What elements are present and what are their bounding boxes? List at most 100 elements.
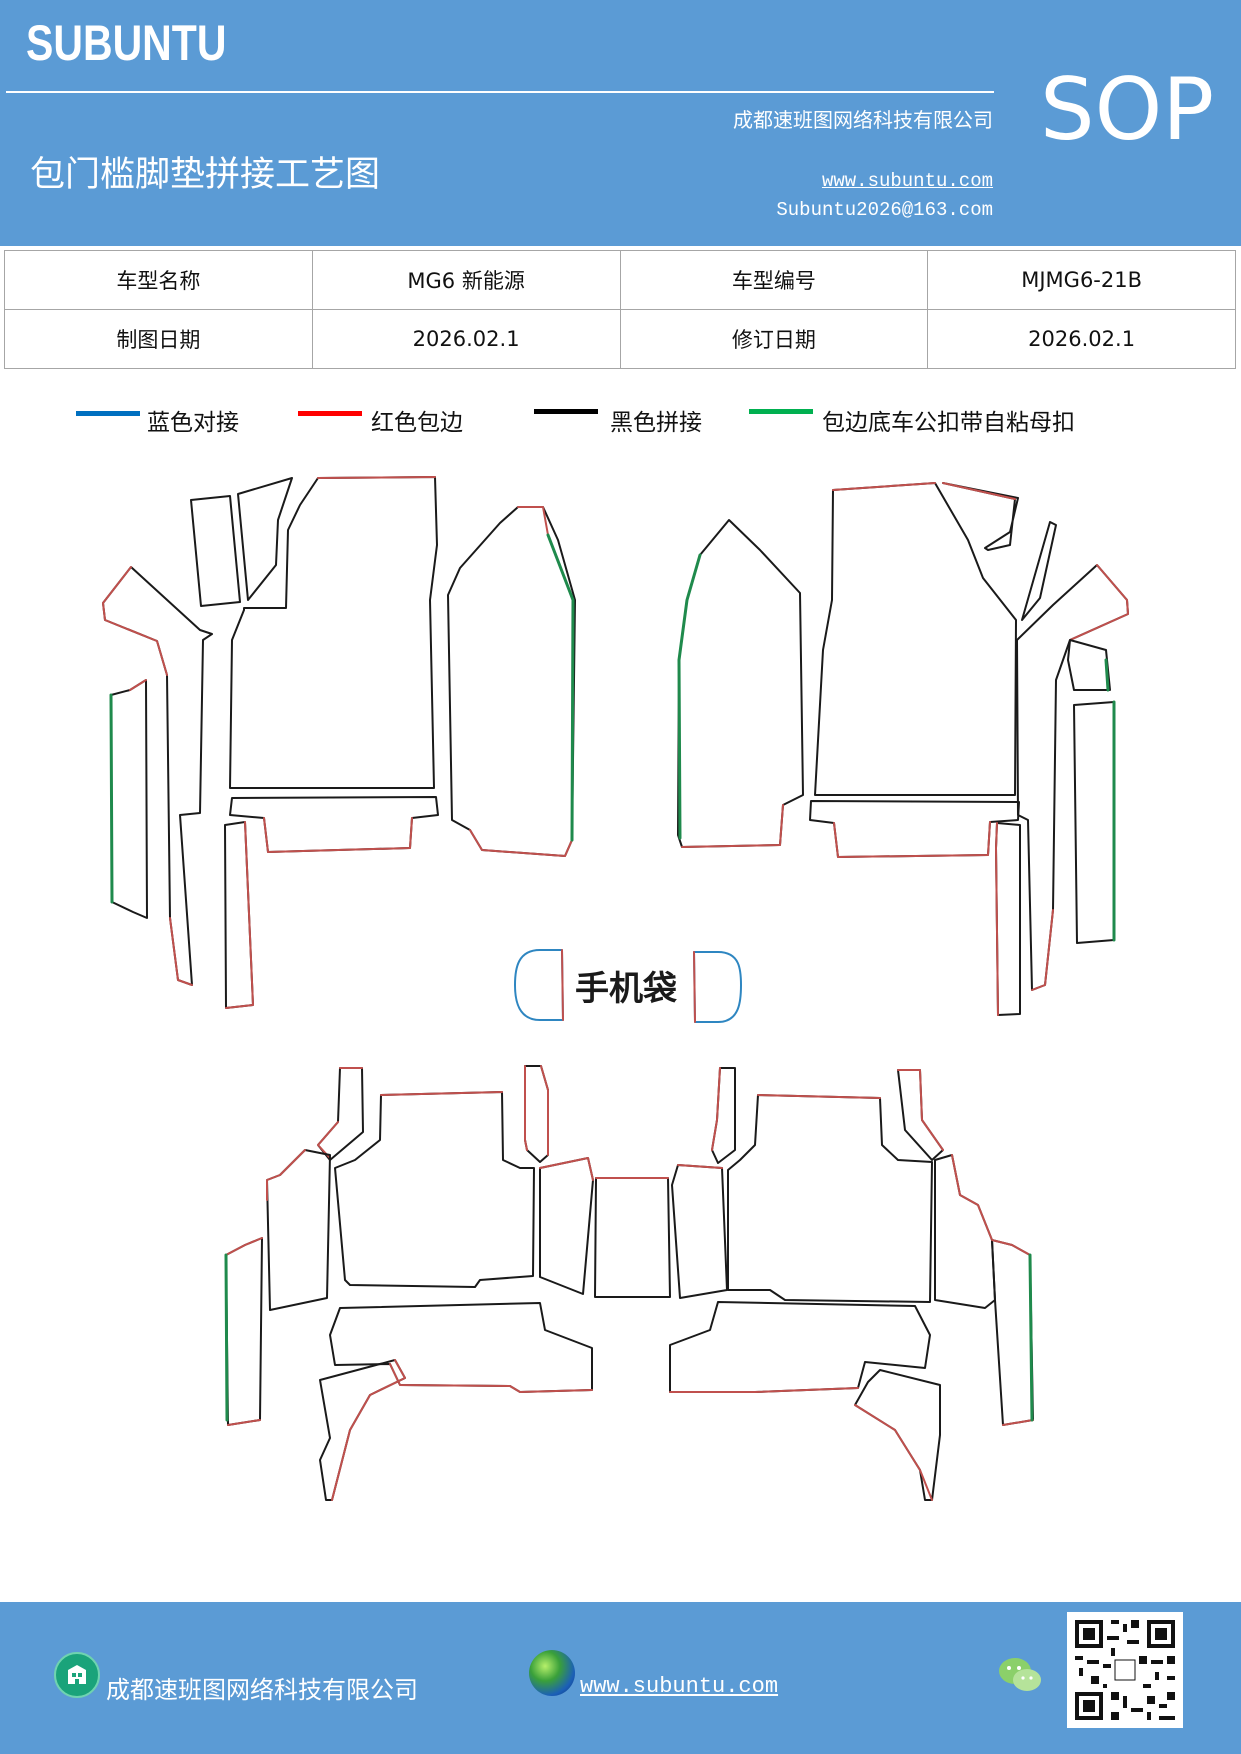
- rear-left-mat-set: [224, 1065, 671, 1501]
- mat-piece: [814, 482, 1017, 796]
- mat-piece: [229, 796, 439, 853]
- globe-icon: [529, 1650, 575, 1696]
- mat-edge-green: [546, 533, 575, 842]
- sop-badge: SOP: [1040, 60, 1215, 160]
- mat-edge-red: [266, 1149, 306, 1201]
- mat-piece: [854, 1369, 941, 1501]
- header-website-link[interactable]: www.subuntu.com: [821, 170, 993, 192]
- mat-piece: [991, 1239, 1034, 1426]
- legend-swatch-green: [749, 409, 813, 414]
- brand-logo: SUBUNTU: [26, 15, 227, 71]
- mat-piece: [1067, 639, 1111, 691]
- mat-piece: [1016, 564, 1129, 991]
- mat-edge-red: [995, 822, 999, 1016]
- mat-piece: [334, 1091, 535, 1288]
- model-code-value: MJMG6-21B: [927, 250, 1236, 310]
- wechat-icon[interactable]: [996, 1654, 1044, 1696]
- mat-piece: [594, 1177, 671, 1298]
- mat-edge-green: [109, 693, 114, 904]
- legend-swatch-red: [298, 411, 362, 416]
- legend-label-red: 红色包边: [371, 410, 463, 436]
- page-title: 包门槛脚垫拼接工艺图: [30, 155, 381, 195]
- mat-edge-red: [263, 817, 413, 853]
- legend-label-black: 黑色拼接: [610, 410, 702, 436]
- mat-edge-red: [469, 829, 573, 857]
- mat-piece: [995, 822, 1021, 1016]
- vehicle-info-table: 车型名称 MG6 新能源 车型编号 MJMG6-21B 制图日期 2026.02…: [4, 250, 1236, 369]
- pocket-right-red-edge: [693, 951, 696, 1023]
- mat-piece: [934, 1154, 996, 1309]
- mat-edge-red: [1069, 564, 1129, 641]
- legend-label-blue: 蓝色对接: [147, 410, 239, 436]
- draw-date-label: 制图日期: [4, 309, 313, 369]
- mat-edge-green: [1104, 658, 1110, 692]
- mat-edge-green: [677, 553, 702, 840]
- mat-edge-red: [677, 1164, 723, 1169]
- mat-piece: [225, 1237, 263, 1426]
- mat-piece: [319, 1359, 406, 1501]
- mat-edge-red: [524, 1065, 549, 1156]
- pocket-right: [693, 951, 742, 1023]
- mat-piece: [329, 1302, 593, 1393]
- table-row: 制图日期 2026.02.1 修订日期 2026.02.1: [4, 309, 1236, 369]
- mat-piece: [229, 476, 438, 789]
- mat-edge-red: [317, 476, 436, 479]
- legend-swatch-blue: [76, 411, 140, 416]
- qr-code-icon[interactable]: [1067, 1612, 1183, 1728]
- mat-piece: [711, 1067, 736, 1164]
- mat-edge-red: [169, 917, 193, 986]
- phone-pocket-label: 手机袋: [575, 969, 677, 1009]
- header-banner: SUBUNTU 成都速班图网络科技有限公司 包门槛脚垫拼接工艺图 www.sub…: [0, 0, 1241, 246]
- mat-edge-red: [331, 1359, 406, 1501]
- legend-swatch-black: [534, 409, 598, 414]
- header-divider: [6, 91, 994, 93]
- model-code-label: 车型编号: [619, 250, 929, 310]
- mat-edge-red: [389, 1363, 593, 1393]
- model-name-label: 车型名称: [4, 250, 313, 310]
- header-company: 成都速班图网络科技有限公司: [733, 108, 993, 132]
- footer-company: 成都速班图网络科技有限公司: [106, 1676, 418, 1704]
- mat-edge-red: [669, 1387, 859, 1393]
- legend: 蓝色对接 红色包边 黑色拼接 包边底车公扣带自粘母扣: [0, 400, 1241, 440]
- mat-edge-red: [833, 821, 991, 858]
- mat-piece: [1073, 701, 1115, 944]
- mat-edge-red: [757, 1094, 881, 1099]
- draw-date-value: 2026.02.1: [311, 309, 621, 369]
- mat-edge-red: [854, 1404, 933, 1501]
- mat-edge-red: [991, 1239, 1034, 1426]
- mat-piece: [539, 1157, 594, 1295]
- mat-edge-red: [517, 506, 549, 536]
- header-email: Subuntu2026@163.com: [776, 199, 993, 221]
- mat-edge-red: [1031, 909, 1054, 991]
- building-icon: [54, 1652, 100, 1698]
- pocket-left: [514, 949, 564, 1021]
- floor-mat-diagram: 手机袋: [102, 476, 1129, 1501]
- mat-edge-red: [129, 679, 147, 691]
- mat-edge-red: [380, 1091, 503, 1096]
- mat-piece: [237, 477, 293, 601]
- table-row: 车型名称 MG6 新能源 车型编号 MJMG6-21B: [4, 250, 1236, 310]
- footer-website-link[interactable]: www.subuntu.com: [580, 1674, 779, 1699]
- rear-right-mat-set: [669, 1067, 1034, 1501]
- mat-edge-green: [224, 1253, 229, 1422]
- front-left-mat-set: [102, 476, 576, 1009]
- mat-piece: [671, 1164, 728, 1299]
- mat-edge-red: [711, 1067, 721, 1151]
- mat-edge-red: [102, 566, 168, 676]
- mat-edge-green: [1028, 1253, 1034, 1422]
- revise-date-value: 2026.02.1: [927, 309, 1236, 369]
- mat-piece: [190, 495, 241, 607]
- mat-piece: [727, 1094, 933, 1303]
- mat-edge-red: [225, 821, 254, 1009]
- pocket-left-red-edge: [561, 949, 564, 1021]
- mat-edge-red: [225, 1237, 263, 1426]
- mat-piece: [266, 1149, 331, 1311]
- mat-edge-red: [681, 804, 784, 848]
- mat-edge-red: [897, 1069, 944, 1151]
- mat-piece: [669, 1301, 931, 1393]
- mat-edge-red: [951, 1154, 993, 1241]
- mat-edge-red: [942, 482, 1016, 500]
- mat-edge-red: [539, 1157, 594, 1181]
- revise-date-label: 修订日期: [619, 309, 929, 369]
- model-name-value: MG6 新能源: [311, 250, 621, 310]
